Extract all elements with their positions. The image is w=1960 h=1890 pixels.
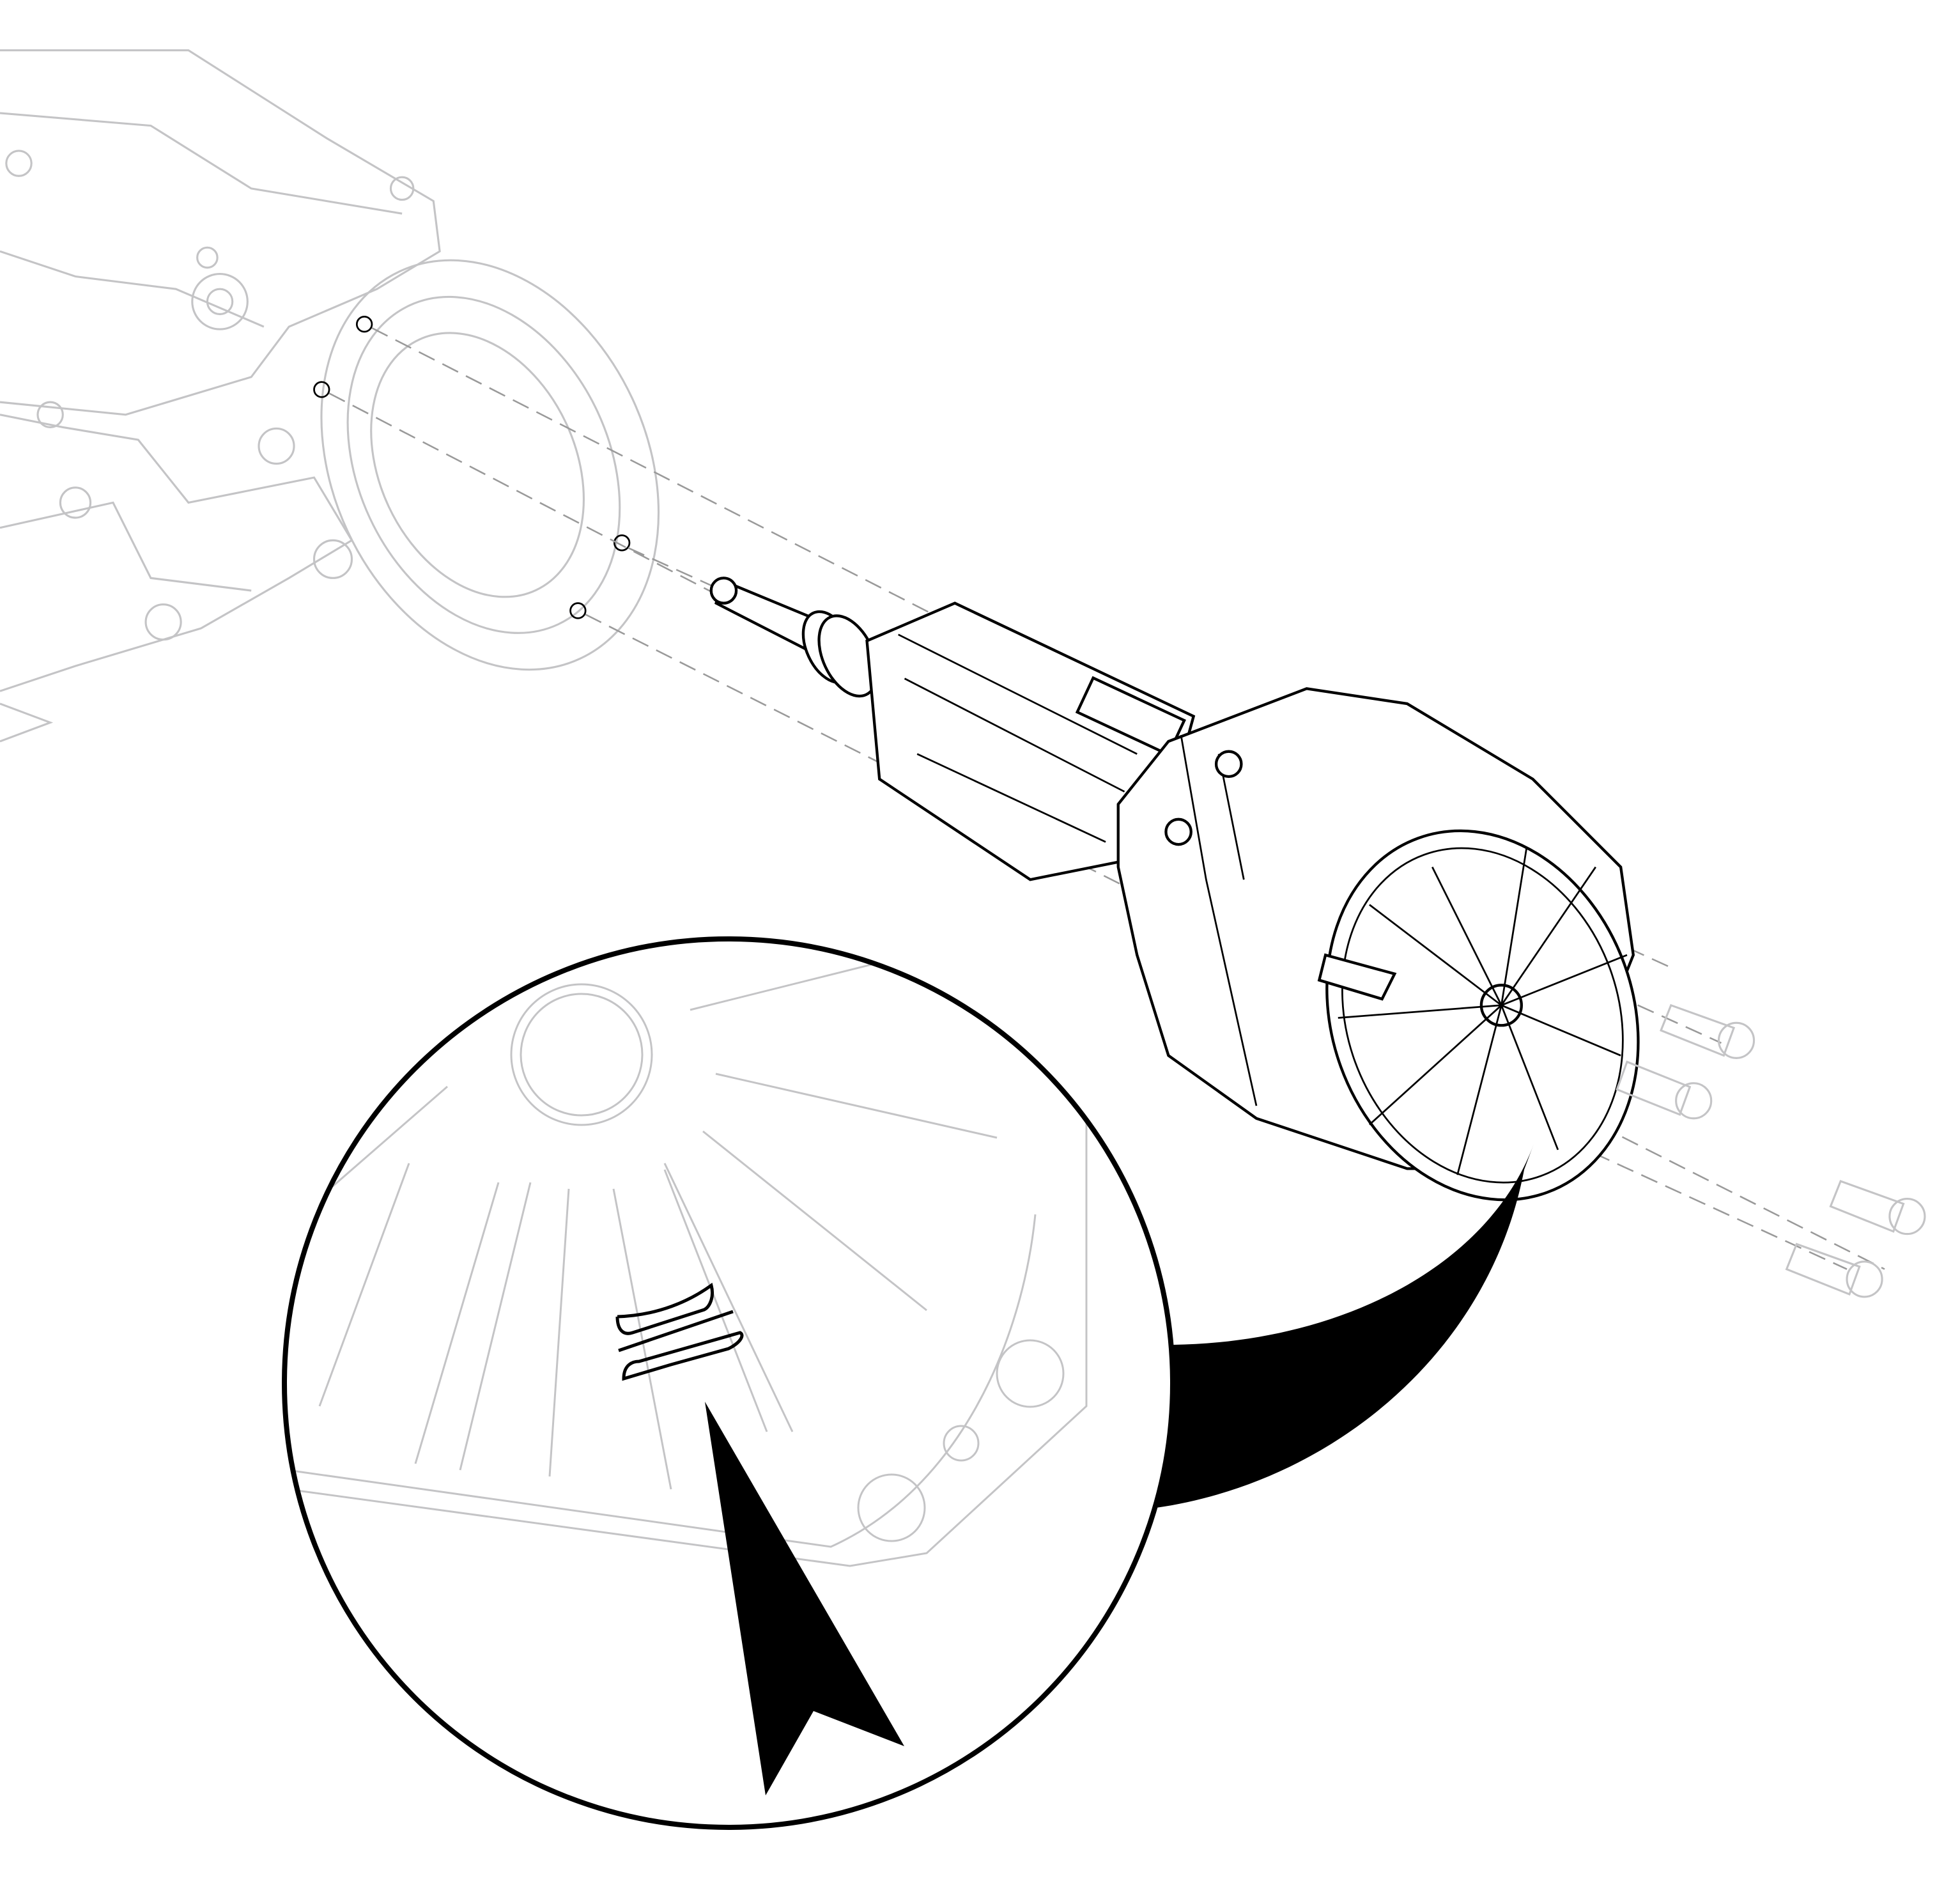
- detail-magnifier: [282, 936, 1175, 1830]
- mounting-bolt: [1785, 1243, 1883, 1298]
- transmission-housing: [0, 49, 660, 743]
- threaded-feature: [615, 1282, 744, 1381]
- mounting-bolt: [1829, 1180, 1926, 1235]
- mounting-bolt: [1616, 1060, 1713, 1120]
- direction-arrow: [705, 1402, 904, 1795]
- electric-motor-assembly: [709, 577, 1640, 1202]
- mounting-bolt: [1660, 1003, 1756, 1059]
- callout-tail: [1156, 1144, 1534, 1508]
- mounting-holes: [313, 316, 631, 619]
- mounting-bolts: [1616, 1003, 1926, 1298]
